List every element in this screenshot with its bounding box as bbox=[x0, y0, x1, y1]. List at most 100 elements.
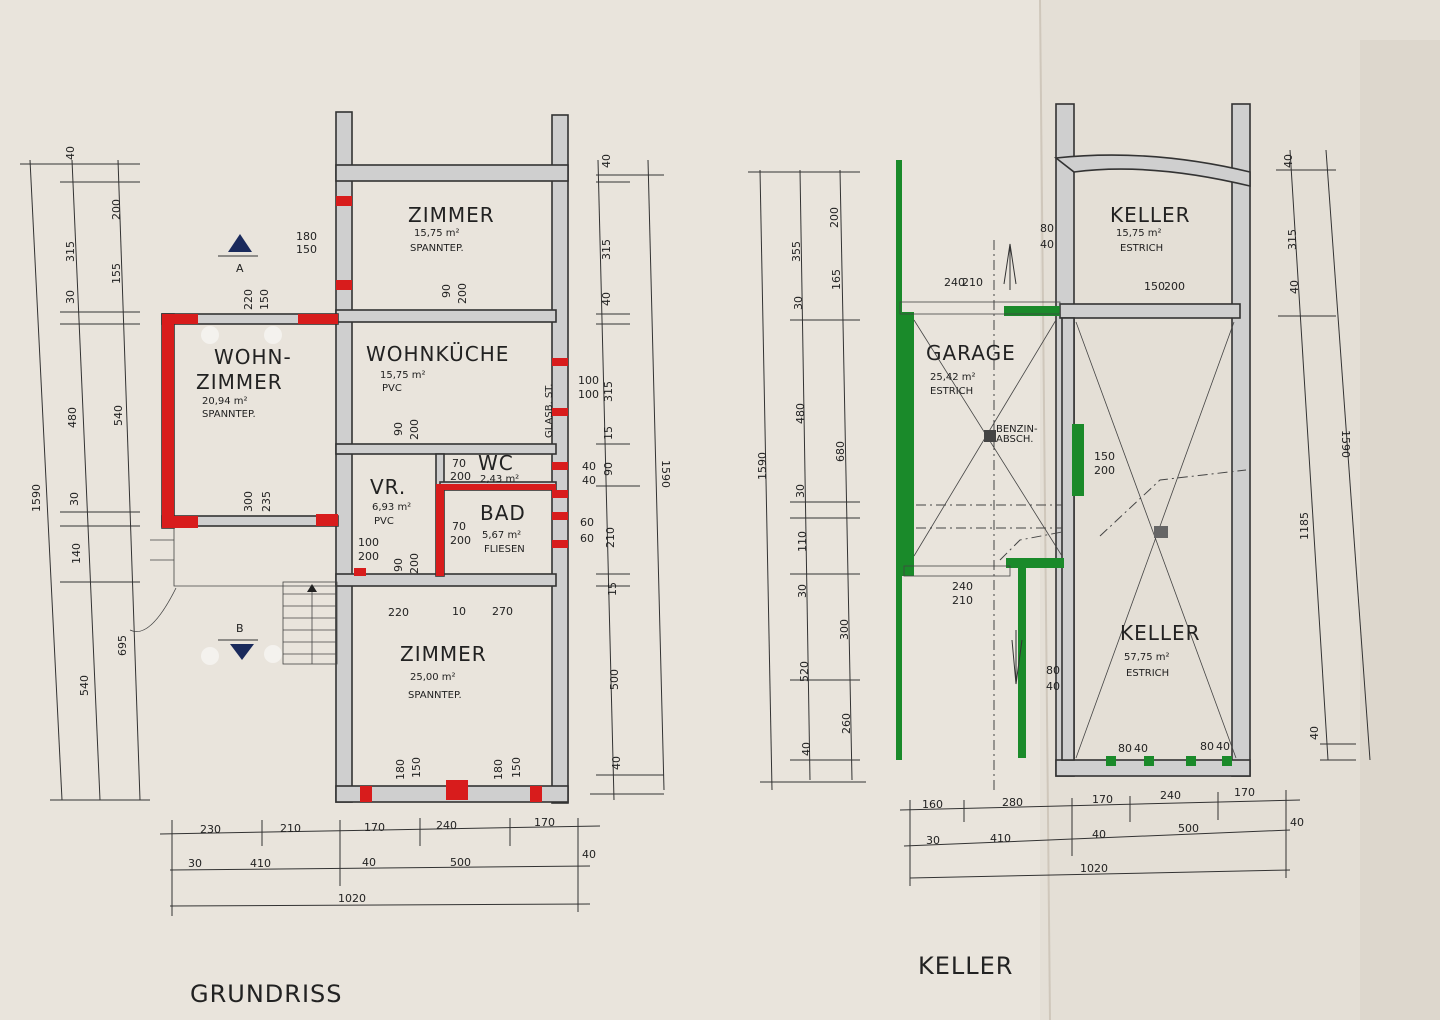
room-wohnzimmer-name-1: WOHN- bbox=[214, 345, 292, 369]
g-bottom-r2-3: 500 bbox=[450, 856, 471, 869]
b-bottom-r2-1: 410 bbox=[990, 832, 1011, 845]
b-room-keller-big-area: 57,75 m² bbox=[1124, 652, 1170, 663]
wall-top bbox=[335, 164, 569, 182]
b-bottom-r1-1: 280 bbox=[1002, 796, 1023, 809]
glass-label: GLASB. ST. bbox=[544, 384, 555, 438]
g-left-mid-5: 140 bbox=[70, 543, 83, 564]
room-wc-area: 2,43 m² bbox=[480, 474, 519, 485]
g-left-mid-1: 315 bbox=[64, 241, 77, 262]
g-right-5: 315 bbox=[602, 381, 615, 402]
g-left-inner-1: 155 bbox=[110, 263, 123, 284]
red-block-2 bbox=[336, 280, 352, 290]
g-left-inner-0: 200 bbox=[110, 199, 123, 220]
g-bottom-r1-2: 170 bbox=[364, 821, 385, 834]
g-open-17: 235 bbox=[260, 491, 273, 512]
b-room-keller-top-name: KELLER bbox=[1110, 203, 1191, 227]
g-left-mid-0: 40 bbox=[64, 146, 77, 160]
b-open-10: 80 bbox=[1046, 664, 1060, 677]
g-bottom-r2-2: 40 bbox=[362, 856, 376, 869]
g-right-10: 210 bbox=[604, 527, 617, 548]
section-mark-a: A bbox=[218, 234, 258, 275]
garage-bottom-lintel bbox=[903, 565, 1011, 577]
g-bottom-r2-0: 30 bbox=[188, 857, 202, 870]
g-right-1: 315 bbox=[600, 239, 613, 260]
b-room-keller-top-floor: ESTRICH bbox=[1120, 243, 1163, 254]
b-open-8: 240 bbox=[952, 580, 973, 593]
g-left-mid-3: 480 bbox=[66, 407, 79, 428]
g-right-6: 15 bbox=[602, 426, 615, 440]
g-open-18: 220 bbox=[388, 606, 409, 619]
room-zimmer-top-area: 15,75 m² bbox=[414, 228, 460, 239]
b-open-1: 210 bbox=[962, 276, 983, 289]
garage-green-door bbox=[1072, 424, 1084, 496]
red-wall-bad-left bbox=[436, 484, 444, 576]
b-bottom-r2-2: 40 bbox=[1092, 828, 1106, 841]
basement-dimension-lines bbox=[748, 149, 1371, 886]
g-open-19: 10 bbox=[452, 605, 466, 618]
b-green-block-1 bbox=[1106, 756, 1116, 766]
g-left-inner-3: 695 bbox=[116, 635, 129, 656]
title-keller: KELLER bbox=[918, 952, 1013, 980]
section-mark-a-label: A bbox=[236, 262, 244, 275]
b-open-11: 40 bbox=[1046, 680, 1060, 693]
b-right-total: 1590 bbox=[1339, 430, 1352, 458]
red-wall-top-b bbox=[298, 314, 338, 324]
room-vr-name: VR. bbox=[370, 475, 406, 499]
garage-green-top bbox=[1004, 306, 1060, 316]
room-wohnkueche-name: WOHNKÜCHE bbox=[366, 342, 509, 366]
b-left-inner-4: 260 bbox=[840, 713, 853, 734]
b-open-4: 150 bbox=[1144, 280, 1165, 293]
g-right-9: 90 bbox=[602, 462, 615, 476]
g-open-0: 180 bbox=[296, 230, 317, 243]
g-right-4: 100 bbox=[578, 388, 599, 401]
b-bottom-r2-4: 40 bbox=[1290, 816, 1304, 829]
g-open-11: 200 bbox=[450, 534, 471, 547]
red-block-5 bbox=[552, 462, 568, 470]
b-room-keller-top-area: 15,75 m² bbox=[1116, 228, 1162, 239]
garage-green-ramp bbox=[1018, 568, 1026, 758]
b-room-garage-name: GARAGE bbox=[926, 341, 1016, 365]
g-open-5: 200 bbox=[456, 283, 469, 304]
g-left-inner-2: 540 bbox=[112, 405, 125, 426]
terrace-marks bbox=[150, 539, 174, 561]
red-block-10 bbox=[446, 780, 468, 800]
room-zimmer-top-name: ZIMMER bbox=[408, 203, 495, 227]
g-right-2: 40 bbox=[600, 292, 613, 306]
red-block-4 bbox=[552, 408, 568, 416]
paper-fold-line bbox=[1039, 0, 1051, 1020]
g-open-2: 220 bbox=[242, 289, 255, 310]
b-bottom-r2-3: 500 bbox=[1178, 822, 1199, 835]
b-open-12: 80 bbox=[1118, 742, 1132, 755]
b-bottom-r1-4: 170 bbox=[1234, 786, 1255, 799]
wall-zimmer-kitchen bbox=[335, 309, 557, 323]
b-open-13: 40 bbox=[1134, 742, 1148, 755]
basement-cross-lines bbox=[913, 240, 1247, 790]
b-room-keller-big-name: KELLER bbox=[1120, 621, 1201, 645]
g-bottom-r1-0: 230 bbox=[200, 823, 221, 836]
punch-hole-3 bbox=[201, 647, 219, 665]
basement-plan: KELLER 15,75 m² ESTRICH GARAGE 25,42 m² … bbox=[748, 103, 1371, 886]
b-left-mid-0: 355 bbox=[790, 241, 803, 262]
title-grundriss: GRUNDRISS bbox=[190, 980, 343, 1008]
room-wohnzimmer-name-2: ZIMMER bbox=[196, 370, 283, 394]
room-bad-area: 5,67 m² bbox=[482, 530, 521, 541]
room-zimmer-bottom-area: 25,00 m² bbox=[410, 672, 456, 683]
g-open-20: 270 bbox=[492, 605, 513, 618]
g-bottom-total: 1020 bbox=[338, 892, 366, 905]
terrace-outline bbox=[173, 528, 336, 587]
room-vr-floor: PVC bbox=[374, 516, 394, 527]
b-green-block-4 bbox=[1222, 756, 1232, 766]
red-wall-top-a bbox=[162, 314, 198, 324]
b-open-5: 200 bbox=[1164, 280, 1185, 293]
b-left-inner-2: 680 bbox=[834, 441, 847, 462]
b-bottom-total: 1020 bbox=[1080, 862, 1108, 875]
b-left-inner-3: 300 bbox=[838, 619, 851, 640]
g-open-13: 200 bbox=[358, 550, 379, 563]
wall-left-main bbox=[335, 111, 353, 803]
b-right-4: 40 bbox=[1308, 726, 1321, 740]
red-wall-bottom-b bbox=[316, 514, 338, 526]
room-wohnkueche-area: 15,75 m² bbox=[380, 370, 426, 381]
g-open-6: 90 bbox=[392, 422, 405, 436]
g-open-1: 150 bbox=[296, 243, 317, 256]
